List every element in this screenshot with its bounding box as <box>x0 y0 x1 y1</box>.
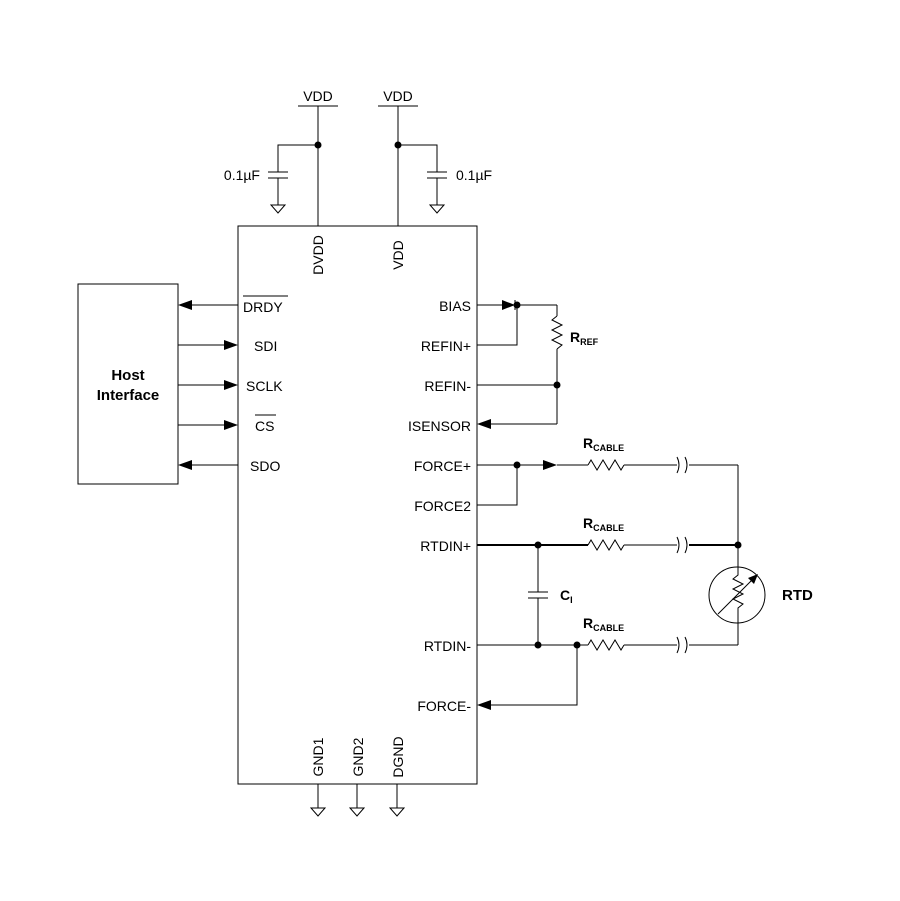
host-bus-wires <box>178 300 238 470</box>
cap-value-right: 0.1µF <box>456 167 492 183</box>
host-label-line1: Host <box>111 367 144 384</box>
rtdin-plus-network: RCABLE <box>477 515 742 554</box>
pin-force-minus: FORCE- <box>417 698 471 714</box>
rref-label: RREF <box>570 329 599 347</box>
host-interface-block: Host Interface <box>77 283 179 485</box>
force-minus-network <box>477 645 578 710</box>
vdd-rail-left: VDD <box>298 88 338 226</box>
pin-vdd: VDD <box>390 240 406 270</box>
vdd-label-left: VDD <box>303 88 333 104</box>
vdd-label-right: VDD <box>383 88 413 104</box>
pin-refin-plus: REFIN+ <box>421 338 471 354</box>
pin-dgnd: DGND <box>390 736 406 777</box>
ground-symbols <box>309 784 406 817</box>
pin-gnd2: GND2 <box>350 737 366 776</box>
pin-rtdin-minus: RTDIN- <box>424 638 472 654</box>
decoupling-capacitor-left: 0.1µF <box>224 144 318 214</box>
rtd-element: RTD <box>708 545 813 624</box>
input-capacitor: CI <box>528 545 573 645</box>
force-plus-network: RCABLE <box>477 435 739 545</box>
rcable-label-1: RCABLE <box>583 435 624 453</box>
rtdin-minus-network: RCABLE <box>477 615 739 654</box>
vdd-rail-right: VDD <box>378 88 418 226</box>
pin-cs: CS <box>255 418 274 434</box>
pin-rtdin-plus: RTDIN+ <box>420 538 471 554</box>
pin-refin-minus: REFIN- <box>424 378 471 394</box>
pin-isensor: ISENSOR <box>408 418 471 434</box>
reference-network: RREF <box>477 300 599 429</box>
pin-bias: BIAS <box>439 298 471 314</box>
rcable-label-3: RCABLE <box>583 615 624 633</box>
cap-value-left: 0.1µF <box>224 167 260 183</box>
decoupling-capacitor-right: 0.1µF <box>398 144 492 214</box>
rtd-label: RTD <box>782 587 813 604</box>
ci-label: CI <box>560 587 573 605</box>
pin-force-plus: FORCE+ <box>414 458 471 474</box>
rcable-label-2: RCABLE <box>583 515 624 533</box>
pin-sdo: SDO <box>250 458 280 474</box>
pin-sclk: SCLK <box>246 378 283 394</box>
pin-sdi: SDI <box>254 338 277 354</box>
pin-dvdd: DVDD <box>310 235 326 275</box>
pin-drdy: DRDY <box>243 299 283 315</box>
host-label-line2: Interface <box>97 387 160 404</box>
pin-gnd1: GND1 <box>310 737 326 776</box>
pin-force2: FORCE2 <box>414 498 471 514</box>
